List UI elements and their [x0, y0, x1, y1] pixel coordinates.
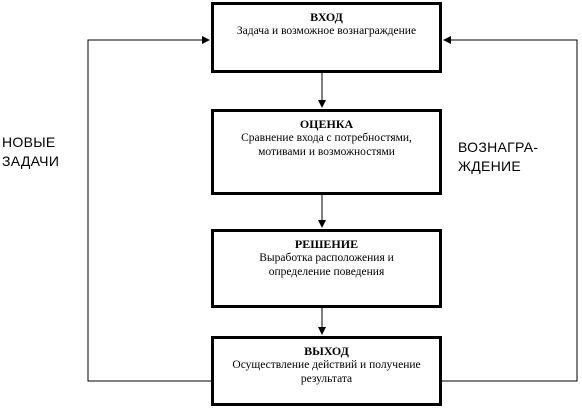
loop-reward — [442, 36, 578, 382]
node-output-title: ВЫХОД — [304, 344, 349, 358]
label-reward-line2: ЖДЕНИЕ — [458, 158, 522, 174]
node-decision: РЕШЕНИЕ Выработка расположения и определ… — [211, 229, 442, 308]
node-evaluation-title: ОЦЕНКА — [299, 117, 354, 131]
loop-new-tasks — [87, 36, 211, 382]
node-decision-title: РЕШЕНИЕ — [294, 237, 359, 251]
label-new-tasks: НОВЫЕ ЗАДАЧИ — [2, 133, 59, 171]
node-evaluation: ОЦЕНКА Сравнение входа с потребностями, … — [211, 109, 442, 195]
node-input: ВХОД Задача и возможное вознаграждение — [211, 2, 442, 73]
node-output-text-line1: Осуществление действий и получение — [232, 359, 421, 371]
node-evaluation-text-line1: Сравнение входа с потребностями, — [241, 132, 412, 144]
node-evaluation-text-line2: мотивами и возможностями — [258, 146, 395, 158]
node-input-text: Задача и возможное вознаграждение — [236, 25, 417, 37]
node-input-title: ВХОД — [310, 10, 343, 24]
label-reward: ВОЗНАГРА- ЖДЕНИЕ — [458, 138, 538, 176]
node-output: ВЫХОД Осуществление действий и получение… — [211, 336, 442, 406]
node-decision-text-line2: определение поведения — [268, 266, 385, 278]
node-output-text-line2: результата — [300, 373, 353, 385]
label-new-tasks-line1: НОВЫЕ — [2, 134, 56, 150]
label-reward-line1: ВОЗНАГРА- — [458, 139, 539, 155]
label-new-tasks-line2: ЗАДАЧИ — [2, 153, 60, 169]
node-decision-text-line1: Выработка расположения и — [259, 252, 394, 264]
